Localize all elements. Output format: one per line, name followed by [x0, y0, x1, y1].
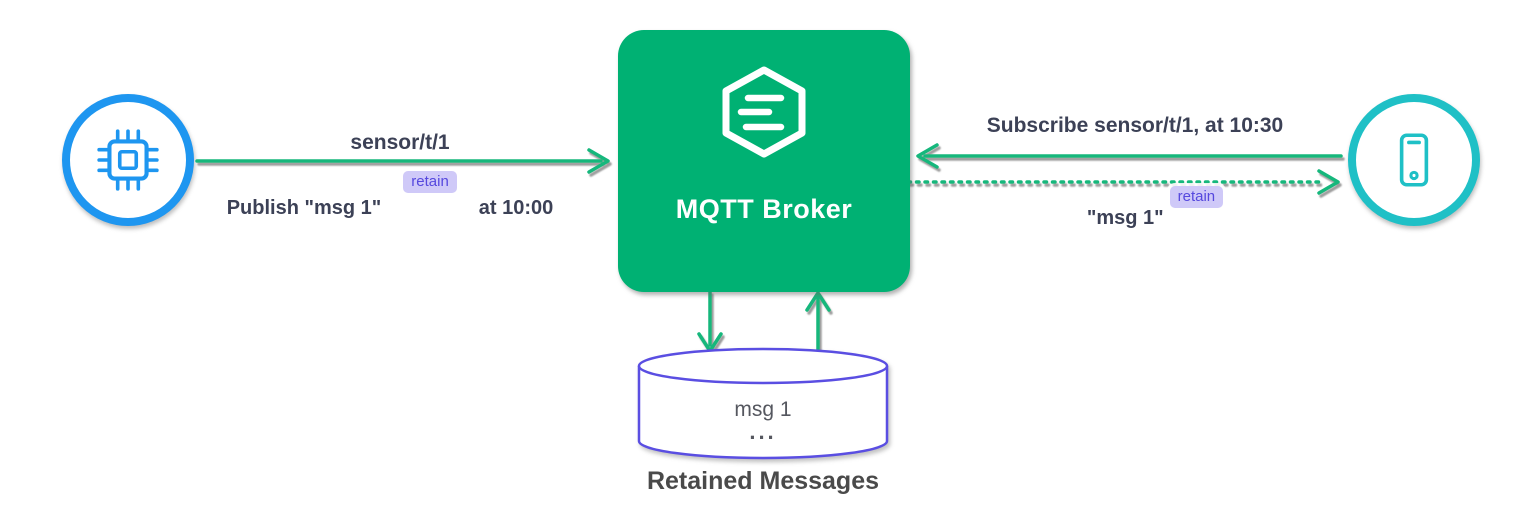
retain-badge-delivered: retain: [1169, 186, 1224, 208]
subscribe-arrow: [916, 143, 1343, 169]
publish-action-text: Publish "msg 1": [226, 197, 382, 219]
mqtt-broker-box: MQTT Broker: [618, 30, 910, 292]
retained-messages-store: msg 1 ...: [630, 341, 896, 466]
delivered-message-text: "msg 1": [1086, 207, 1164, 229]
subscribe-action-label: Subscribe sensor/t/1, at 10:30: [986, 114, 1284, 137]
stored-message-ellipsis: ...: [749, 419, 777, 444]
retained-messages-caption: Retained Messages: [646, 467, 880, 495]
publish-topic-label: sensor/t/1: [350, 131, 450, 154]
publish-message-label: Publish "msg 1" retain at 10:00: [215, 170, 565, 220]
smartphone-icon: [1399, 133, 1429, 187]
retain-badge-publish: retain: [403, 171, 457, 193]
chip-icon: [97, 129, 159, 191]
broker-label: MQTT Broker: [675, 194, 853, 224]
publisher-device: [62, 94, 194, 226]
subscriber-device: [1348, 94, 1480, 226]
hexagon-message-logo-icon: [722, 66, 806, 158]
stored-message-entry: msg 1: [734, 398, 792, 421]
database-cylinder-icon: [637, 347, 889, 460]
delivered-message-label: "msg 1" retain: [1050, 186, 1260, 230]
publish-time-text: at 10:00: [478, 197, 554, 219]
